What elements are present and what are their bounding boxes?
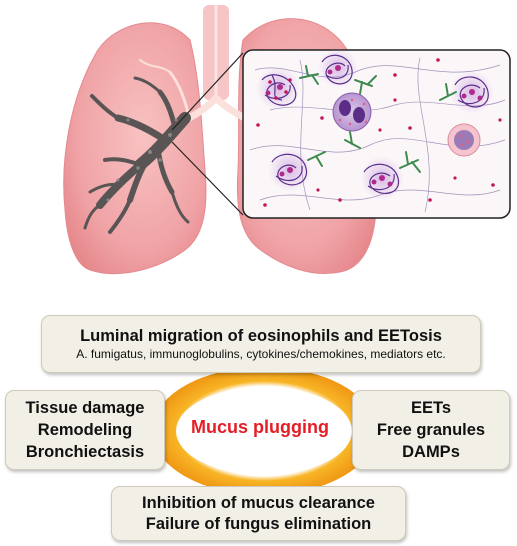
charcot-leyden-crystal-cell <box>447 123 481 157</box>
trachea <box>203 5 229 100</box>
eetosis-box: Luminal migration of eosinophils and EET… <box>41 315 481 373</box>
free-granules-line: Free granules <box>376 421 486 439</box>
eet-net-1 <box>256 66 300 110</box>
damps-line: DAMPs <box>402 443 460 461</box>
bronchiectasis-line: Bronchiectasis <box>25 443 145 461</box>
inset-microscopy <box>242 48 511 219</box>
remodeling-line: Remodeling <box>37 421 133 439</box>
plug-texture <box>106 118 178 202</box>
lung-illustration <box>63 5 511 275</box>
tissue-damage-line: Tissue damage <box>25 399 145 417</box>
eet-net-5 <box>360 156 404 200</box>
mucus-clearance-line: Inhibition of mucus clearance <box>142 493 375 512</box>
tissue-damage-box: Tissue damage Remodeling Bronchiectasis <box>5 390 165 470</box>
mucus-plugging-label: Mucus plugging <box>191 417 329 437</box>
eosinophil-cell <box>332 92 372 132</box>
eetosis-subtitle: A. fumigatus, immunoglobulins, cytokines… <box>76 346 446 361</box>
mucus-clearance-box: Inhibition of mucus clearance Failure of… <box>111 486 406 541</box>
zoom-lines <box>171 52 244 216</box>
eets-box: EETs Free granules DAMPs <box>352 390 510 470</box>
left-lung <box>63 22 207 275</box>
free-granules <box>256 58 502 207</box>
eetosis-title: Luminal migration of eosinophils and EET… <box>80 326 442 345</box>
eet-net-3 <box>450 70 494 114</box>
fungus-elimination-line: Failure of fungus elimination <box>145 514 372 533</box>
mucus-plugging-ring <box>152 367 376 495</box>
fungal-hyphae <box>299 65 457 173</box>
eet-net-4 <box>268 148 312 192</box>
eets-line: EETs <box>410 399 452 417</box>
eet-net-2 <box>318 48 358 88</box>
